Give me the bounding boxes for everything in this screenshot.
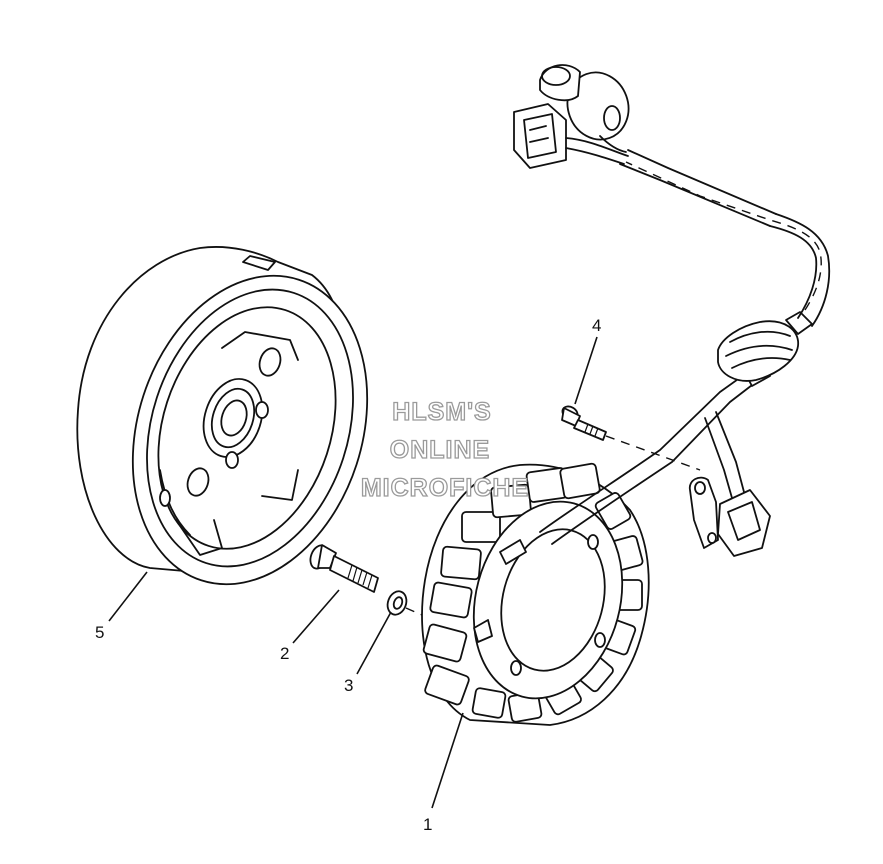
- rotor-bolt: [309, 544, 379, 593]
- leader-5: [108, 571, 148, 622]
- watermark-line-3: MICROFICHE: [361, 474, 529, 502]
- rotor-flywheel: [76, 246, 369, 586]
- leader-2: [292, 589, 340, 644]
- stator-assembly: [421, 462, 650, 726]
- watermark-line-2: ONLINE: [390, 436, 490, 464]
- callout-3: 3: [344, 676, 353, 695]
- watermark-line-1: HLSM'S: [392, 398, 491, 426]
- wire-harness: [513, 64, 831, 557]
- callout-4: 4: [592, 316, 601, 335]
- leader-3: [356, 611, 392, 675]
- screw-axis-line: [605, 435, 701, 471]
- callout-1: 1: [423, 815, 432, 834]
- leader-4: [574, 336, 598, 405]
- washer: [386, 590, 408, 616]
- lead-clamp-screw: [561, 405, 607, 441]
- callout-5: 5: [95, 623, 104, 642]
- leader-1: [431, 712, 464, 809]
- watermark: HLSM'S ONLINE MICROFICHE: [360, 397, 529, 502]
- callout-2: 2: [280, 644, 289, 663]
